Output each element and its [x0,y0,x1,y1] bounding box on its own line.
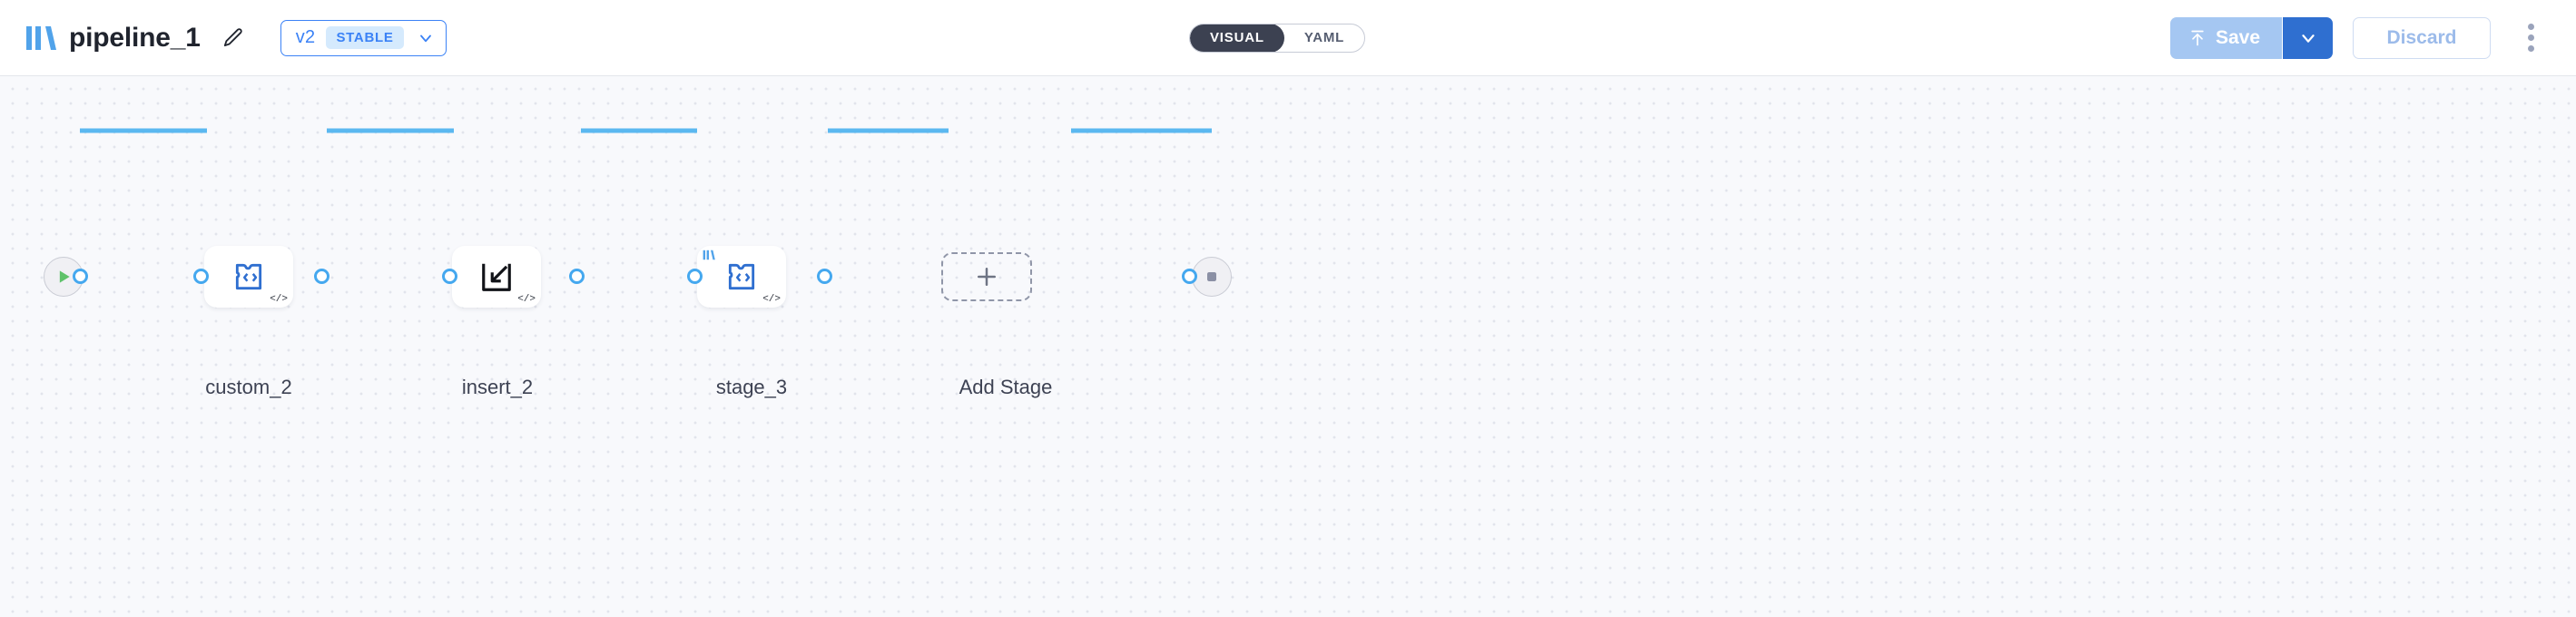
port-stage3-input[interactable] [687,269,703,284]
page-title: pipeline_1 [69,22,201,53]
pipeline-edges [80,128,1212,133]
port-insert2-output[interactable] [569,269,585,284]
save-options-dropdown-button[interactable] [2282,16,2333,59]
upload-arrow-icon [2191,30,2204,45]
chevron-down-icon [415,29,435,47]
pipeline-bars-logo-icon [26,25,56,50]
chevron-down-icon [2301,34,2315,43]
stage-label-custom_2: custom_2 [205,376,292,398]
code-badge: </> [762,294,781,305]
port-start-output[interactable] [73,269,88,284]
pipeline-flow: </> custom_2 </> insert_2 [0,76,2576,617]
port-custom2-output[interactable] [314,269,329,284]
stage-node-insert_2[interactable]: </> [452,246,541,308]
pencil-icon [223,27,242,46]
port-stage3-output[interactable] [817,269,832,284]
port-end-input[interactable] [1182,269,1197,284]
view-mode-toggle[interactable]: VISUAL YAML [1189,23,1366,53]
stage-node-stage_3[interactable]: </> [697,246,786,308]
discard-button[interactable]: Discard [2353,16,2491,59]
stage-node-custom_2[interactable]: </> [204,246,293,308]
plus-icon [978,268,996,286]
pipeline-canvas[interactable]: </> custom_2 </> insert_2 [0,76,2576,617]
stage-label-insert_2: insert_2 [461,376,534,398]
app-header: pipeline_1 v2 STABLE VISUAL YAML [0,0,2576,76]
add-stage-label: Add Stage [959,376,1053,398]
header-left-group: pipeline_1 v2 STABLE [25,18,447,58]
header-actions-group: Save Discard [2169,16,2551,59]
stage-label-stage_3: stage_3 [715,376,788,398]
toggle-option-visual[interactable]: VISUAL [1190,24,1284,52]
pipeline-bars-logo-icon [703,250,715,260]
pipeline-end-node[interactable] [1192,257,1232,297]
puzzle-code-icon [235,263,262,290]
edit-pipeline-name-button[interactable] [213,18,253,58]
save-button-group: Save [2169,16,2333,59]
code-badge: </> [270,294,288,305]
more-vertical-icon-dot2 [2527,34,2534,41]
stop-square-icon [1207,272,1216,281]
version-label: v2 [295,27,316,47]
more-vertical-icon [2527,24,2534,30]
puzzle-code-icon [728,263,755,290]
play-icon [59,270,70,283]
toggle-option-yaml[interactable]: YAML [1284,24,1364,52]
add-stage-button[interactable] [941,252,1032,301]
insert-arrow-square-icon [482,263,511,291]
save-button[interactable]: Save [2169,16,2282,59]
more-options-button[interactable] [2511,17,2551,59]
more-vertical-icon-dot3 [2527,45,2534,52]
code-badge: </> [517,294,536,305]
version-selector[interactable]: v2 STABLE [280,19,447,56]
save-button-label: Save [2215,26,2260,48]
port-insert2-input[interactable] [442,269,457,284]
port-custom2-input[interactable] [193,269,209,284]
status-badge: STABLE [326,26,404,49]
